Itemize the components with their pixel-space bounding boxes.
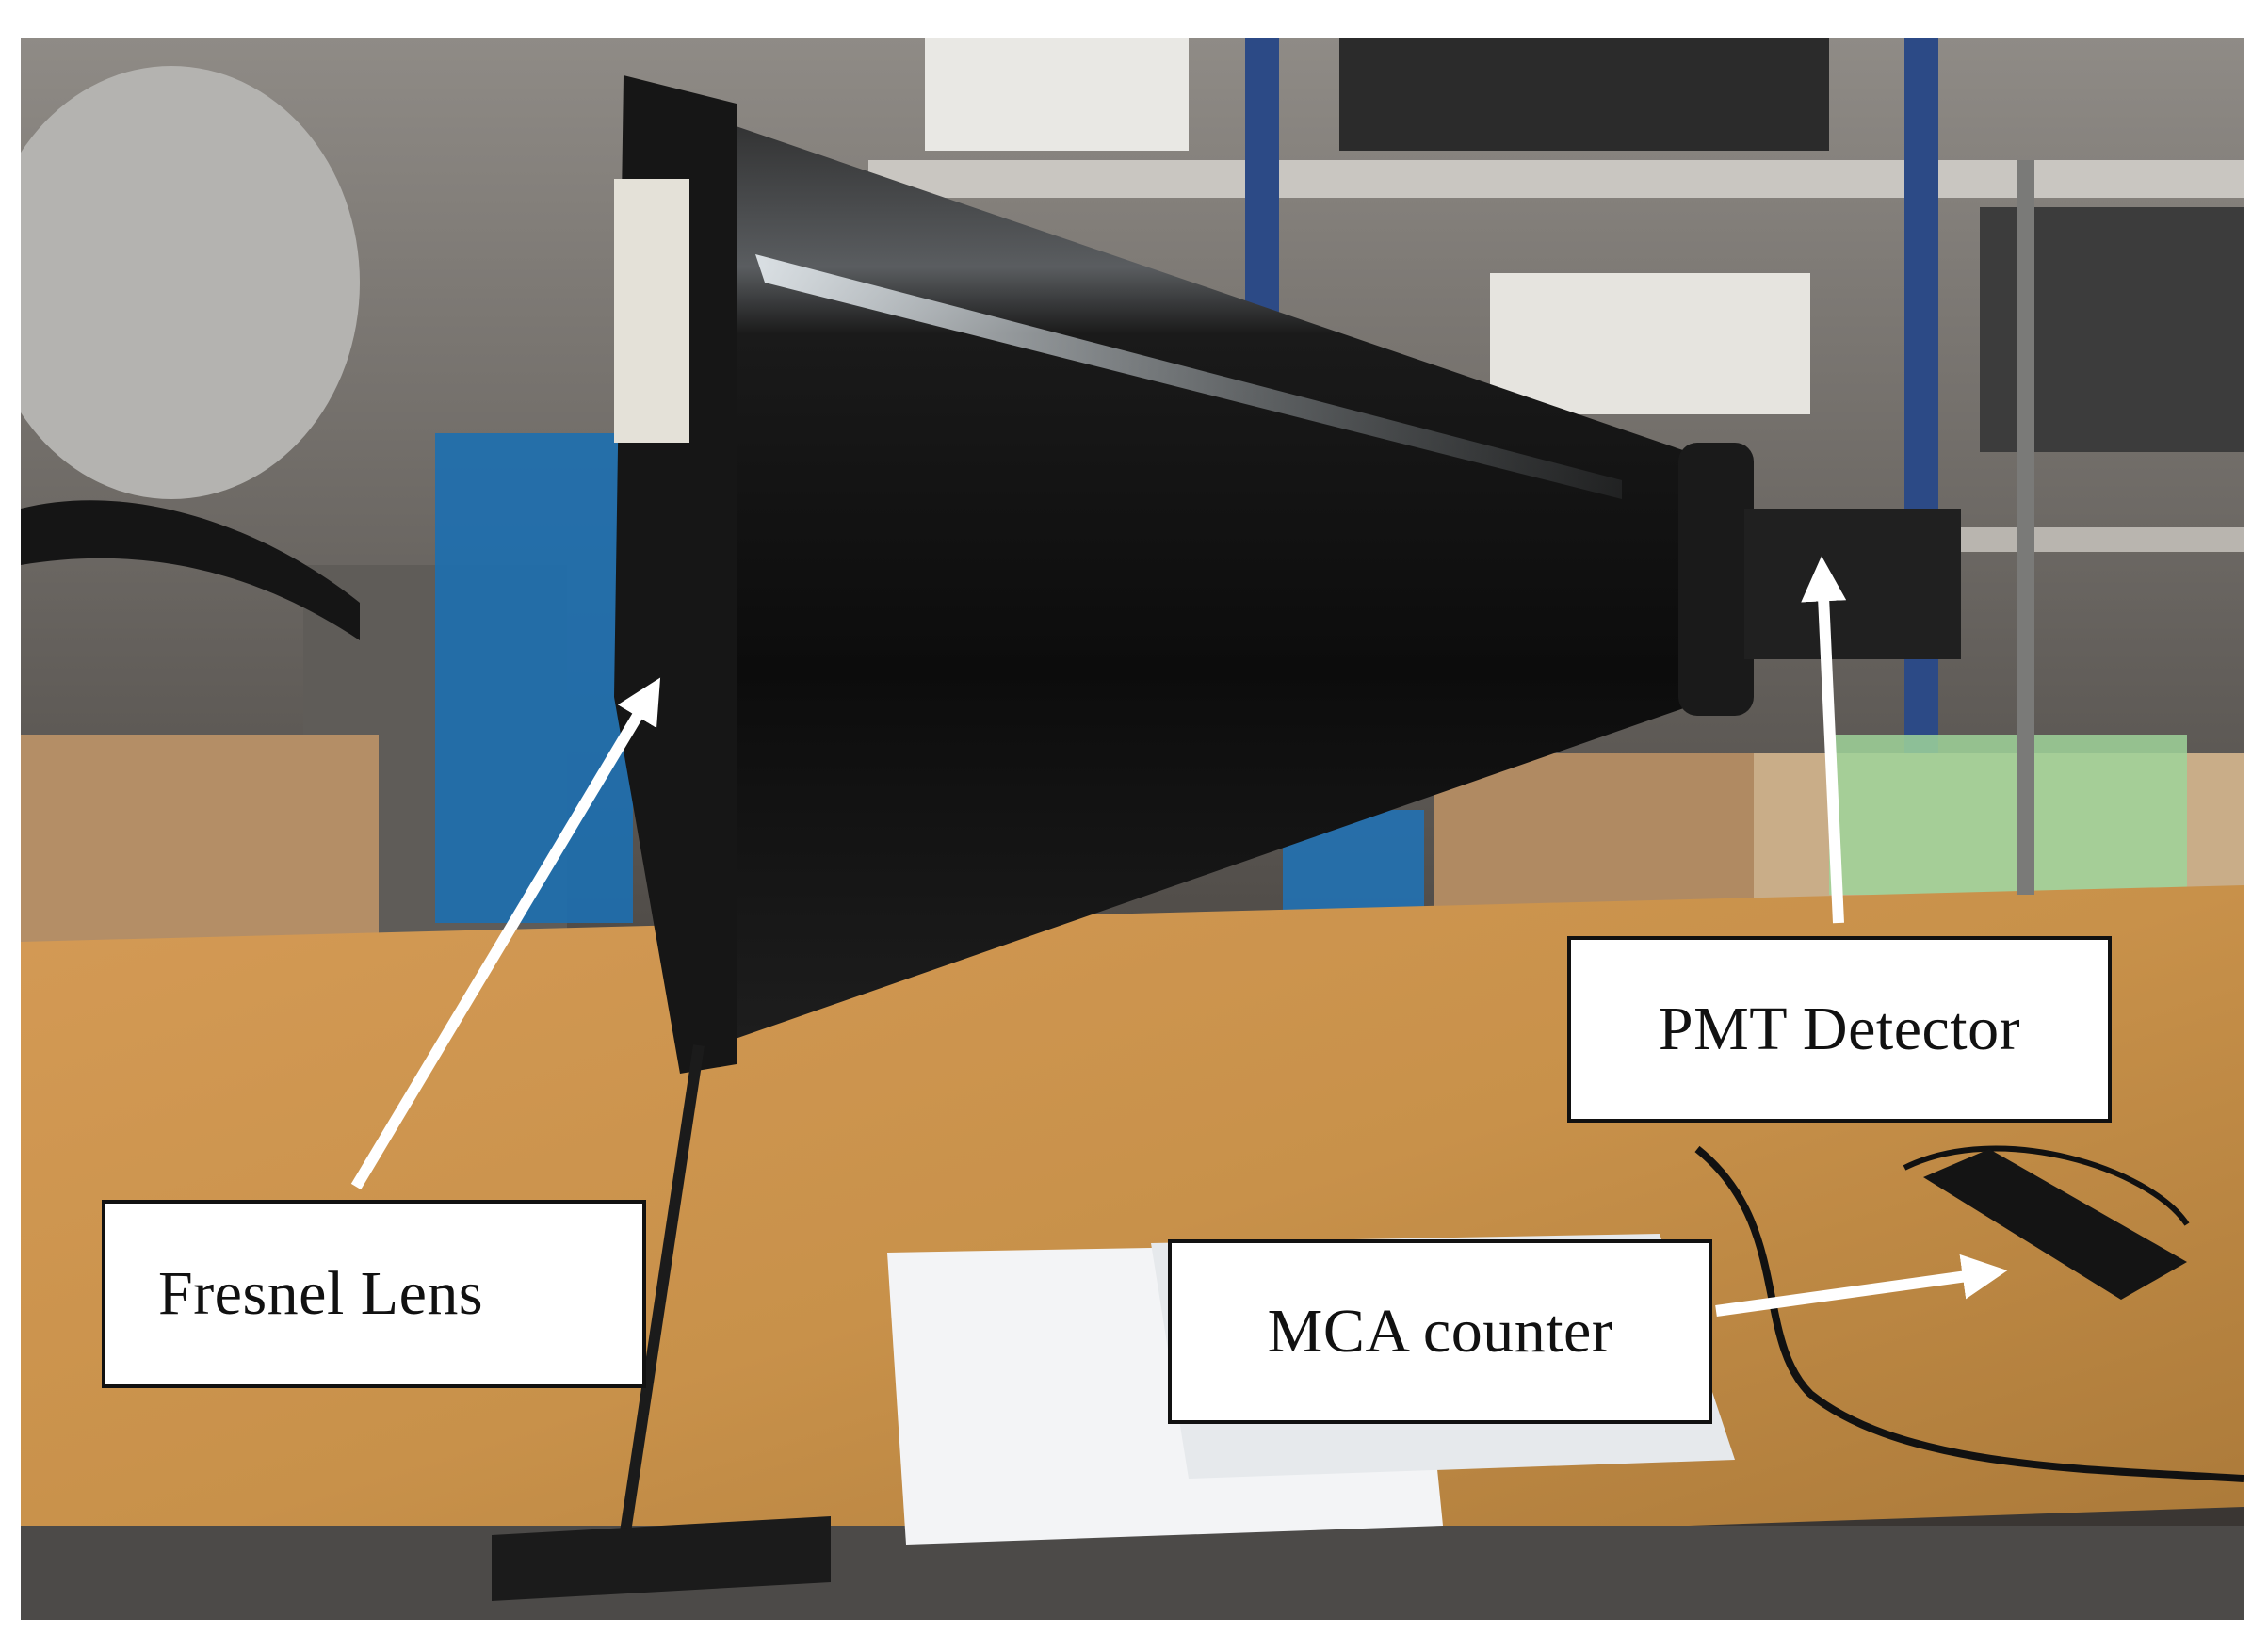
frame-tape <box>614 179 689 443</box>
fresnel-lens-label: Fresnel Lens <box>102 1200 646 1388</box>
table-edge <box>21 1526 2244 1620</box>
pmt-detector-label: PMT Detector <box>1567 936 2112 1123</box>
mca-counter-text: MCA counter <box>1267 1297 1613 1366</box>
white-containers <box>925 38 1189 151</box>
arrow-fresnel-lens <box>350 677 661 1190</box>
fresnel-cone <box>642 94 1716 1055</box>
pmt-detector-text: PMT Detector <box>1658 995 2021 1063</box>
arrow-mca-counter <box>1715 1254 2008 1317</box>
pmt-housing-ring <box>1678 443 1754 716</box>
arrow-pmt-detector <box>1801 556 1847 924</box>
fresnel-lens-text: Fresnel Lens <box>158 1259 484 1328</box>
mca-counter-device <box>1923 1149 2187 1300</box>
green-papers <box>1829 735 2187 895</box>
equipment-box-2 <box>1490 273 1810 414</box>
blue-bag <box>435 433 633 923</box>
support-leg <box>618 1044 705 1545</box>
mca-cables-2 <box>1903 1145 2190 1226</box>
mca-counter-label: MCA counter <box>1168 1239 1712 1424</box>
mca-cables <box>1694 1145 2244 1482</box>
cone-shine <box>755 254 1622 499</box>
flexible-duct <box>21 66 360 499</box>
shelf-top <box>868 160 2244 198</box>
pmt-housing <box>1744 509 1961 659</box>
cables-left <box>21 500 360 640</box>
equipment-box-1 <box>1339 38 1829 151</box>
cardboard-box-left <box>21 735 379 961</box>
support-base <box>492 1516 831 1601</box>
pmt-stand <box>2017 160 2034 895</box>
